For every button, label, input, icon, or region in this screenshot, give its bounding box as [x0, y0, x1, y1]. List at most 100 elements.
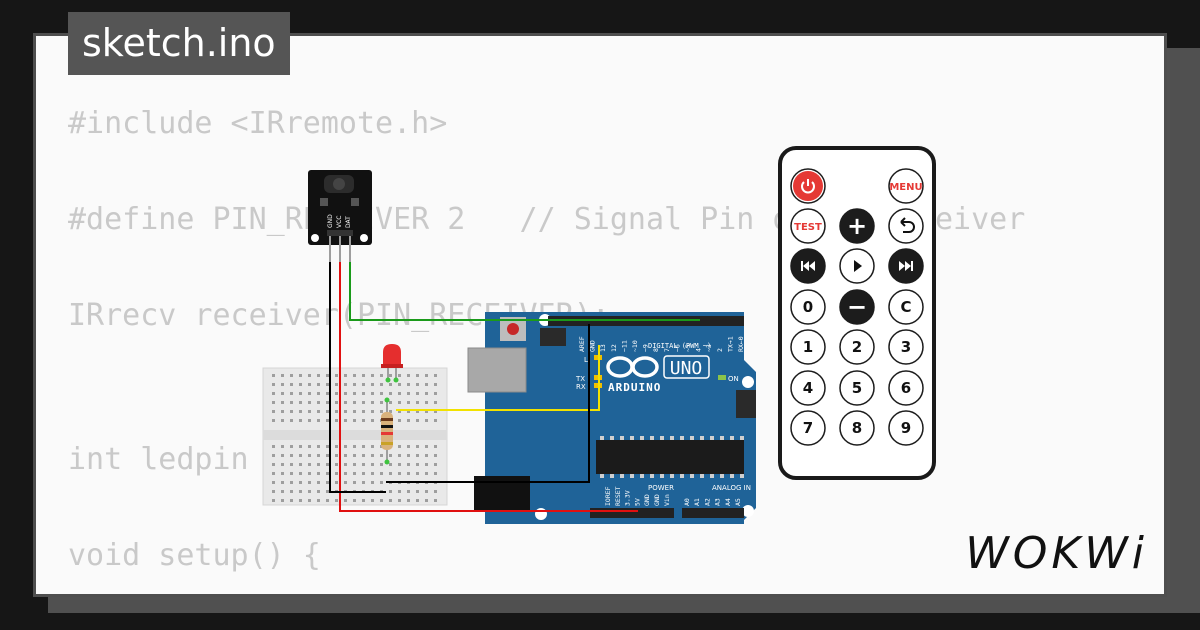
pin-label: GND — [643, 494, 651, 506]
usb-port — [467, 347, 527, 393]
remote-button-4[interactable]: 4 — [790, 370, 826, 406]
black-ground-wire — [329, 240, 386, 493]
pin-label: TX→1 — [726, 336, 734, 352]
pin-label: 5V — [633, 498, 641, 506]
resistor[interactable] — [381, 398, 393, 462]
pin-label: A0 — [683, 498, 691, 506]
pin-label: ~6 — [673, 344, 681, 352]
remote-button-label: 7 — [803, 419, 813, 437]
pin-label: ~10 — [631, 340, 639, 352]
remote-button-label: 0 — [803, 298, 813, 316]
remote-button-plus[interactable]: + — [839, 208, 875, 244]
remote-button-label: 6 — [901, 379, 911, 397]
analog-header[interactable] — [682, 508, 744, 518]
ir-pin-label: DAT — [345, 216, 352, 228]
reset-button-cap[interactable] — [507, 323, 519, 335]
remote-button-label: 1 — [803, 338, 813, 356]
fast-forward-button[interactable] — [888, 248, 924, 284]
remote-button-8[interactable]: 8 — [839, 410, 875, 446]
breadboard[interactable] — [262, 367, 448, 506]
remote-button-label: 9 — [901, 419, 911, 437]
remote-button-3[interactable]: 3 — [888, 329, 924, 365]
uno-badge — [663, 355, 710, 379]
arduino-infinity-logo — [606, 356, 659, 378]
remote-button-label: 3 — [901, 338, 911, 356]
l-label: L — [584, 356, 588, 364]
play-icon — [854, 260, 862, 272]
pin-label: RX←0 — [737, 336, 745, 352]
atmega-chip — [596, 440, 744, 474]
pin-label: A1 — [693, 498, 701, 506]
mounting-hole — [742, 505, 754, 517]
back-icon — [900, 217, 915, 233]
remote-button-label: MENU — [889, 182, 922, 193]
remote-button-label: 8 — [852, 419, 862, 437]
on-led — [718, 375, 726, 380]
remote-button-1[interactable]: 1 — [790, 329, 826, 365]
remote-button-label: C — [900, 298, 911, 316]
icsp-header — [540, 328, 756, 418]
wires — [329, 240, 700, 512]
pin-label: ~11 — [620, 340, 628, 352]
remote-button-label: 5 — [852, 379, 862, 397]
breadboard-connection-markers — [384, 377, 399, 465]
black-ground-wire-2 — [386, 324, 590, 483]
power-label: POWER — [648, 484, 674, 492]
ir-pin-label: GND — [327, 214, 334, 228]
pin-label: RESET — [614, 486, 622, 506]
code-line: void setup() { — [68, 538, 321, 573]
remote-button-5[interactable]: 5 — [839, 370, 875, 406]
power-header[interactable] — [590, 508, 674, 518]
power-button[interactable] — [790, 168, 826, 204]
remote-button-label: − — [847, 293, 867, 321]
pin-label: A5 — [734, 498, 742, 506]
pin-label: IOREF — [604, 486, 612, 506]
remote-button-6[interactable]: 6 — [888, 370, 924, 406]
pin-label: A2 — [703, 498, 711, 506]
green-signal-wire — [349, 240, 700, 321]
remote-button-label: + — [847, 212, 867, 240]
mounting-hole — [742, 376, 754, 388]
uno-label: UNO — [670, 358, 703, 379]
fast-forward-icon — [899, 261, 913, 271]
remote-button-label: TEST — [794, 222, 822, 233]
play-button[interactable] — [839, 248, 875, 284]
remote-button-menu[interactable]: MENU — [888, 168, 924, 204]
pin-label: A3 — [714, 498, 722, 506]
remote-button-minus[interactable]: − — [839, 289, 875, 325]
remote-button-2[interactable]: 2 — [839, 329, 875, 365]
pin-label: 12 — [610, 344, 618, 352]
red-led[interactable] — [381, 344, 403, 380]
back-button[interactable] — [888, 208, 924, 244]
remote-button-7[interactable]: 7 — [790, 410, 826, 446]
ir-remote[interactable]: MENU TEST +0 − C 1 2 3 4 5 6 7 8 9 — [778, 146, 936, 480]
red-power-wire — [339, 240, 638, 512]
rx-label: RX — [576, 383, 586, 391]
file-tab[interactable]: sketch.ino — [68, 12, 290, 75]
wokwi-logo: WOKWi — [965, 528, 1148, 579]
remote-button-label: 4 — [803, 379, 813, 397]
remote-button-test[interactable]: TEST — [790, 208, 826, 244]
pin-label: 2 — [716, 348, 724, 352]
pin-label: ~9 — [642, 344, 650, 352]
on-label: ON — [728, 375, 739, 383]
remote-button-0[interactable]: 0 — [790, 289, 826, 325]
remote-button-label: 2 — [852, 338, 862, 356]
pin-label: GND — [589, 340, 597, 352]
pin-label: AREF — [578, 336, 586, 352]
arduino-uno-board[interactable]: UNO ARDUINO ON DIGITAL (PWM ~) L TX RX P… — [467, 312, 756, 524]
pin-label: ~3 — [705, 344, 713, 352]
remote-button-c[interactable]: C — [888, 289, 924, 325]
pin-label: 7 — [663, 348, 671, 352]
tx-label: TX — [575, 375, 585, 383]
arduino-brand-label: ARDUINO — [608, 381, 661, 394]
remote-button-9[interactable]: 9 — [888, 410, 924, 446]
pin-label: ~5 — [684, 344, 692, 352]
code-line: int ledpin = 6; — [68, 442, 339, 477]
analog-label: ANALOG IN — [712, 484, 751, 492]
rewind-button[interactable] — [790, 248, 826, 284]
mounting-hole — [535, 508, 547, 520]
pin-label: GND — [653, 494, 661, 506]
